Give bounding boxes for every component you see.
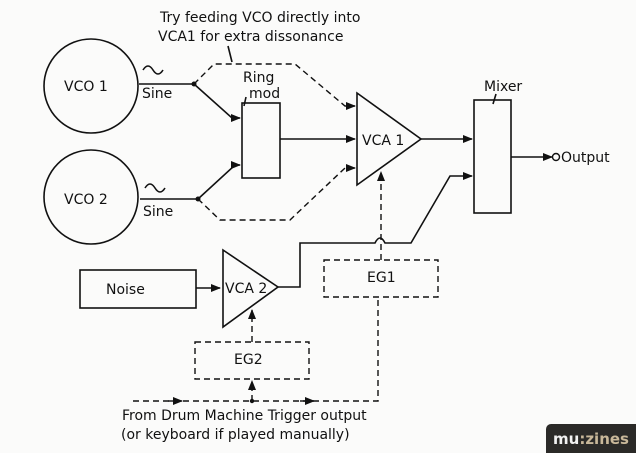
vca2-to-mixer (278, 172, 473, 288)
vca1-triangle (356, 91, 423, 187)
output-jack-icon (551, 152, 561, 162)
ring-mod-label-1: Ring (243, 70, 274, 86)
eg2-label: EG2 (234, 352, 263, 368)
mixer-label: Mixer (484, 79, 522, 95)
vca2-label: VCA 2 (225, 281, 267, 297)
vco2-to-ringmod (197, 161, 241, 200)
sine-wave-icon (142, 65, 164, 75)
vco1-label: VCO 1 (64, 79, 108, 95)
vco1-to-ringmod (193, 83, 241, 122)
vca2-triangle (222, 248, 280, 329)
noise-block (79, 269, 197, 309)
vco2-circle (43, 149, 139, 245)
vca1-label: VCA 1 (362, 133, 404, 149)
trigger-line-1: From Drum Machine Trigger output (122, 408, 367, 424)
vco2-bypass-dashed (197, 164, 356, 221)
sine1-label: Sine (142, 86, 172, 102)
annotation-pointer (227, 45, 233, 63)
muzines-badge[interactable]: mu:zines (546, 424, 636, 453)
trigger-line-2: (or keyboard if played manually) (121, 427, 350, 443)
badge-part-2: :zines (579, 429, 629, 448)
mixer-pointer (492, 93, 497, 105)
output-label: Output (561, 150, 610, 166)
eg1-block (323, 259, 439, 298)
annotation-line-2: VCA1 for extra dissonance (158, 29, 343, 45)
vco2-label: VCO 2 (64, 192, 108, 208)
ring-mod-block (241, 102, 281, 179)
noise-label: Noise (106, 282, 145, 298)
vco1-circle (43, 38, 139, 134)
ring-mod-pointer (243, 96, 247, 107)
sine2-label: Sine (143, 204, 173, 220)
badge-part-1: mu (553, 429, 580, 448)
ring-mod-label-2: mod (249, 86, 280, 102)
eg2-block (194, 341, 310, 380)
mixer-block (473, 99, 512, 214)
annotation-line-1: Try feeding VCO directly into (159, 10, 360, 26)
eg1-label: EG1 (367, 270, 396, 286)
sine-wave-icon (144, 183, 166, 193)
trigger-bus-dashed (133, 300, 379, 402)
